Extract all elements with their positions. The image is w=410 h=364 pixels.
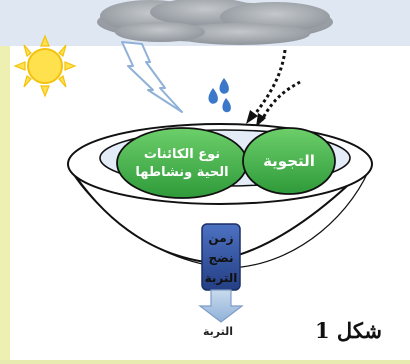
lightning-icon	[121, 41, 183, 113]
figure-caption: شكل 1	[315, 318, 383, 343]
down-arrow-icon	[198, 289, 244, 323]
organisms-label-line1: نوع الكائنات	[144, 147, 220, 162]
organisms-ellipse	[116, 127, 248, 199]
time-label-line1: زمن	[208, 231, 233, 245]
bottom-border-band	[0, 360, 410, 364]
wind-arrows-icon	[250, 49, 301, 121]
left-border-band	[0, 46, 10, 364]
weathering-ellipse	[242, 127, 336, 195]
soil-output-label: التربة	[202, 325, 234, 338]
time-label-line3: التربة	[205, 271, 238, 285]
sun-icon	[13, 34, 77, 98]
weathering-label: التجوية	[263, 152, 315, 170]
cloud-icon	[97, 0, 333, 45]
rain-drops-icon	[208, 78, 231, 113]
organisms-label-line2: الحية ونشاطها	[135, 165, 228, 180]
time-label-line2: نضج	[209, 251, 234, 265]
